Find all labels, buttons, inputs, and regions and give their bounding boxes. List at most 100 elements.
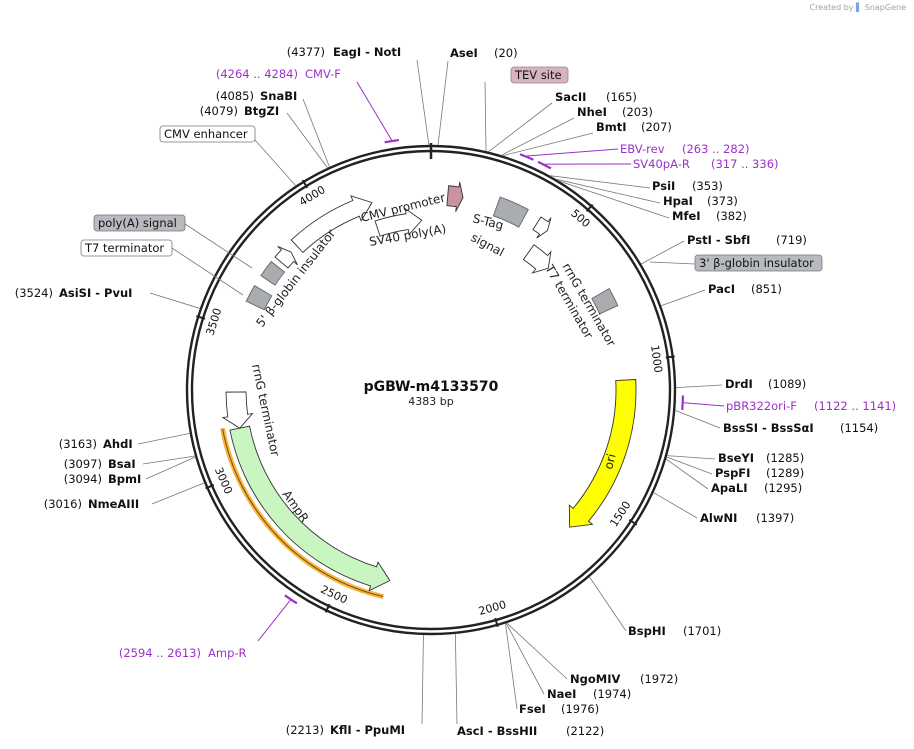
site-btgzi[interactable]: (4079) BtgZI [200, 104, 279, 118]
site-paci[interactable]: PacI (851) [708, 282, 782, 296]
site-name: FseI [519, 702, 546, 716]
site-ahdi[interactable]: (3163) AhdI [59, 437, 133, 451]
tick-label: 2000 [477, 598, 507, 618]
site-coord: (1972) [640, 672, 678, 686]
site-coord: (719) [776, 233, 807, 247]
label-tev-site[interactable]: TEV site [510, 66, 569, 84]
site-bsssi-bsssai[interactable]: BssSI - BssSαI (1154) [723, 421, 878, 435]
site-bsphi[interactable]: BspHI (1701) [628, 624, 721, 638]
site-mfei[interactable]: MfeI (382) [672, 209, 747, 223]
feature-insulator-box-1[interactable] [260, 260, 286, 286]
site-leader [501, 117, 575, 156]
credit-prefix: Created by [809, 3, 854, 12]
plasmid-name: pGBW-m4133570 [364, 379, 499, 395]
site-bmti[interactable]: BmtI (207) [596, 120, 672, 134]
site-coord: (382) [716, 209, 747, 223]
primer-ebv-rev[interactable]: EBV-rev (263 .. 282) [620, 142, 750, 156]
site-psii[interactable]: PsiI (353) [652, 179, 723, 193]
site-name: NgoMIV [570, 672, 620, 686]
site-snabi[interactable]: (4085) SnaBI [216, 89, 298, 103]
site-nmeaiii[interactable]: (3016) NmeAIII [44, 497, 139, 511]
site-name: HpaI [663, 194, 693, 208]
site-apali[interactable]: ApaLI (1295) [711, 481, 802, 495]
feature-cmv-promoter-arrow[interactable] [374, 207, 423, 237]
site-leader [640, 240, 685, 265]
site-pspfi[interactable]: PspFI (1289) [715, 466, 804, 480]
site-name: NaeI [547, 687, 576, 701]
site-leader [665, 458, 709, 490]
site-name: AsiSI - PvuI [59, 286, 132, 300]
site-coord: (203) [622, 105, 653, 119]
site-naei[interactable]: NaeI (1974) [547, 687, 631, 701]
site-psti-sbfi[interactable]: PstI - SbfI (719) [687, 233, 807, 247]
site-asei[interactable]: AseI (20) [450, 46, 518, 60]
site-asci-bsshii[interactable]: AscI - BssHII (2122) [457, 724, 604, 738]
site-coord: (3524) [15, 286, 53, 300]
site-coord: (373) [707, 194, 738, 208]
feature-label-signal: signal [469, 230, 507, 259]
site-drdi[interactable]: DrdI (1089) [725, 377, 806, 391]
site-ngomiv[interactable]: NgoMIV (1972) [570, 672, 678, 686]
feature-t7-terminator-arrow[interactable] [532, 216, 552, 239]
label-text: 3' β-globin insulator [699, 256, 814, 270]
label-t7-terminator[interactable]: T7 terminator [80, 239, 173, 257]
site-leader [151, 482, 205, 505]
site-fsei[interactable]: FseI (1976) [519, 702, 599, 716]
site-coord: (3163) [59, 437, 97, 451]
primer-leader [683, 402, 725, 407]
site-name: BmtI [596, 120, 627, 134]
primer-coord: (4264 .. 4284) [216, 67, 298, 81]
primer-pbr322ori-f[interactable]: pBR322ori-F (1122 .. 1141) [726, 399, 896, 413]
site-coord: (1974) [593, 687, 631, 701]
site-leader [502, 132, 594, 157]
site-coord: (3097) [64, 457, 102, 471]
feature-rrng-terminator-arrow[interactable] [221, 391, 254, 429]
feature-ampr-arrow[interactable] [229, 425, 391, 592]
site-leader [506, 622, 568, 680]
site-hpai[interactable]: HpaI (373) [663, 194, 738, 208]
label-3-beta-globin-insulator[interactable]: 3' β-globin insulator [694, 254, 823, 272]
feature-rrng-terminator-arrow-2[interactable] [522, 244, 552, 274]
feature-stag-arrow[interactable] [446, 181, 464, 212]
feature-ori-arrow[interactable] [568, 379, 637, 528]
label-text: T7 terminator [84, 241, 164, 255]
site-leader [454, 633, 458, 725]
site-name: BseYI [718, 451, 754, 465]
primer-amp-r[interactable]: (2594 .. 2613) Amp-R [119, 646, 247, 660]
feature-sv40-polya-box[interactable] [492, 196, 529, 228]
site-name: NheI [577, 105, 607, 119]
feature-label-ori: ori [601, 452, 618, 471]
primer-arc [681, 395, 685, 411]
site-nhei[interactable]: NheI (203) [577, 105, 653, 119]
site-kfli-ppumi[interactable]: (2213) KflI - PpuMI [286, 723, 405, 737]
feature-insulator-box-2[interactable] [245, 284, 273, 311]
feature-5-beta-globin-arrow[interactable] [290, 195, 373, 254]
primer-coord: (2594 .. 2613) [119, 646, 201, 660]
leader-layer [137, 59, 725, 725]
primer-arc [519, 153, 534, 161]
primer-cmv-f[interactable]: (4264 .. 4284) CMV-F [216, 67, 341, 81]
site-labels: (4377) EagI - NotI AseI (20) SacII (165)… [15, 45, 879, 738]
site-name: EagI - NotI [333, 45, 401, 59]
credit-label: Created by ▌ SnapGene [809, 3, 906, 12]
site-eagi-noti[interactable]: (4377) EagI - NotI [287, 45, 401, 59]
primer-sv40pa-r[interactable]: SV40pA-R (317 .. 336) [633, 157, 779, 171]
site-asisi-pvui[interactable]: (3524) AsiSI - PvuI [15, 286, 133, 300]
label-text: CMV enhancer [164, 127, 248, 141]
feature-small-arrow[interactable] [274, 245, 298, 269]
tick-mark [205, 483, 215, 490]
site-bpmi[interactable]: (3094) BpmI [64, 472, 142, 486]
label-polya-signal[interactable]: poly(A) signal [93, 214, 186, 232]
feature-beta-globin-box[interactable] [591, 288, 619, 315]
site-coord: (1289) [766, 466, 804, 480]
site-leader [149, 292, 201, 309]
site-name: NmeAIII [88, 497, 139, 511]
site-sacii[interactable]: SacII (165) [555, 90, 637, 104]
site-alwni[interactable]: AlwNI (1397) [700, 511, 794, 525]
site-coord: (4377) [287, 45, 325, 59]
site-leader [421, 634, 424, 725]
site-bsai[interactable]: (3097) BsaI [64, 457, 136, 471]
label-cmv-enhancer[interactable]: CMV enhancer [159, 125, 256, 143]
site-name: PspFI [715, 466, 750, 480]
site-bseyi[interactable]: BseYI (1285) [718, 451, 804, 465]
